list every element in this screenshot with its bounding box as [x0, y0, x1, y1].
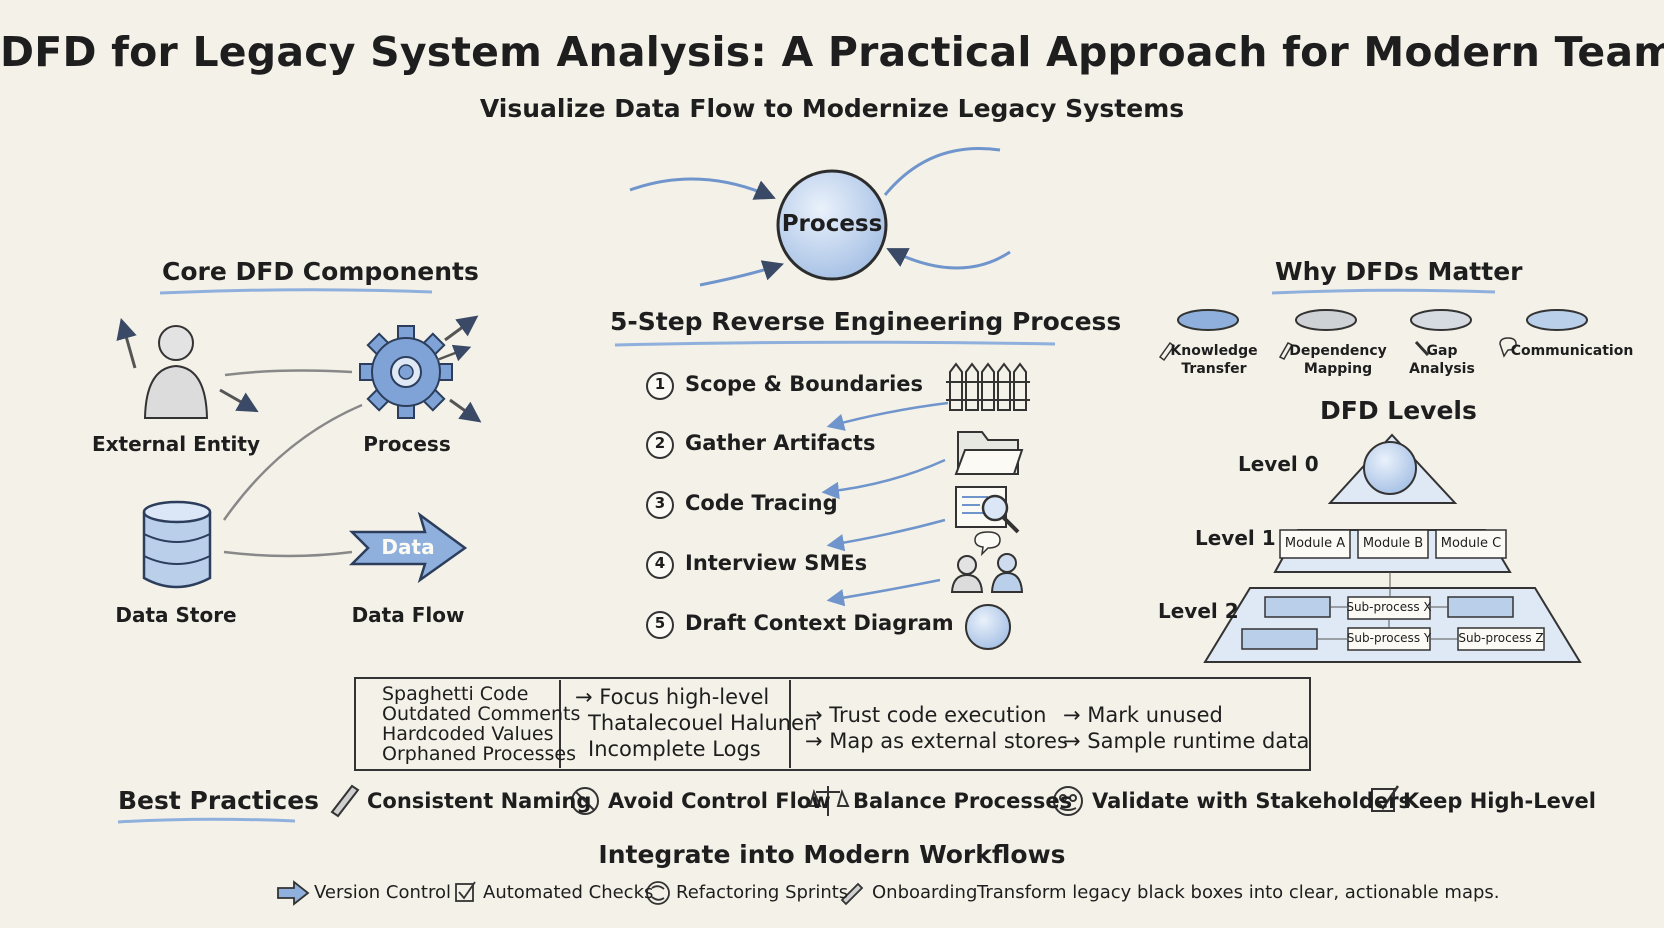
balance-icon [808, 786, 850, 816]
hero-process-label: Process [781, 211, 883, 237]
module-a-label: Module A [1284, 536, 1346, 551]
step-number-circles [646, 372, 674, 639]
dfd-levels-pyramid [1203, 433, 1582, 663]
step-5-label: Draft Context Diagram [685, 611, 954, 635]
workflow-icons [277, 880, 864, 906]
step-1-number: 1 [654, 375, 666, 393]
external-entity-label: External Entity [91, 432, 261, 456]
level-0-label: Level 0 [1238, 452, 1319, 476]
step-1-label: Scope & Boundaries [685, 372, 924, 396]
best-practices-heading: Best Practices [118, 786, 320, 815]
core-components-heading: Core DFD Components [162, 257, 479, 286]
why-small-icons [1158, 337, 1517, 362]
process-label: Process [363, 432, 451, 456]
pencil-icon [1158, 341, 1176, 362]
step-3-number: 3 [654, 494, 666, 512]
step-2-number: 2 [654, 434, 666, 452]
module-b-label: Module B [1362, 536, 1424, 551]
bp-avoid-control-flow: Avoid Control Flow [608, 789, 831, 813]
step-2-label: Gather Artifacts [685, 431, 876, 455]
response-mark-unused: → Mark unused [1063, 703, 1223, 727]
step-4-label: Interview SMEs [685, 551, 868, 575]
data-arrow-label: Data [381, 535, 435, 559]
speech-icon [1499, 337, 1517, 358]
bp-consistent-naming: Consistent Naming [367, 789, 592, 813]
wf-version-control: Version Control [314, 882, 451, 903]
folder-icon [954, 431, 1024, 475]
data-flow-arrow-icon [348, 511, 468, 584]
why-gap-analysis: Gap Analysis [1409, 343, 1475, 377]
response-trust-code-execution: → Trust code execution [805, 703, 1047, 727]
why-ellipses [1177, 309, 1588, 331]
response-incomplete-logs: Incomplete Logs [588, 737, 761, 761]
pencil-icon [330, 784, 360, 818]
no-entry-icon [571, 787, 599, 815]
workflows-heading: Integrate into Modern Workflows [598, 840, 1066, 869]
wf-onboarding: Onboarding [872, 882, 978, 903]
checkbox-icon [1371, 785, 1400, 812]
gear-icon [359, 315, 482, 423]
steps-heading: 5-Step Reverse Engineering Process [610, 307, 1122, 336]
response-map-external-stores: → Map as external stores [805, 729, 1068, 753]
data-flow-label: Data Flow [351, 603, 465, 627]
module-c-box [1435, 529, 1507, 559]
problem-outdated-comments: Outdated Comments [382, 703, 581, 725]
page-subtitle: Visualize Data Flow to Modernize Legacy … [479, 94, 1185, 123]
core-connector-lines [222, 369, 363, 558]
module-b-box [1357, 529, 1429, 559]
wf-tagline: Transform legacy black boxes into clear,… [977, 882, 1500, 903]
why-heading: Why DFDs Matter [1275, 257, 1523, 286]
why-knowledge-transfer: Knowledge Transfer [1170, 343, 1258, 377]
data-store-icon [142, 500, 212, 589]
bp-validate-with-stakeholders: Validate with Stakeholders [1092, 789, 1412, 813]
subprocess-y-label: Sub-process Y [1346, 631, 1432, 645]
problem-spaghetti-code: Spaghetti Code [382, 683, 529, 705]
fence-icon [946, 362, 1030, 411]
people-chat-icon [950, 531, 1024, 593]
step-3-label: Code Tracing [685, 491, 838, 515]
response-garbled: Thatalecouel Halunen [588, 711, 818, 735]
problem-hardcoded-values: Hardcoded Values [382, 723, 554, 745]
circle-icon [965, 604, 1011, 650]
level-2-label: Level 2 [1158, 599, 1239, 623]
subprocess-x-label: Sub-process X [1346, 600, 1432, 614]
level-1-label: Level 1 [1195, 526, 1276, 550]
why-communication: Communication [1510, 343, 1634, 359]
subprocess-z-label: Sub-process Z [1458, 631, 1544, 645]
response-focus-high-level: → Focus high-level [575, 685, 770, 709]
module-a-box [1279, 529, 1351, 559]
external-entity-icon [116, 317, 259, 419]
step-5-number: 5 [654, 614, 666, 632]
data-store-label: Data Store [115, 603, 237, 627]
pencil-icon [840, 882, 864, 906]
people-circle-icon [1053, 786, 1083, 816]
level0-process-circle [1363, 441, 1417, 495]
cycle-icon [646, 881, 670, 905]
response-sample-runtime-data: → Sample runtime data [1063, 729, 1310, 753]
pencil-icon [1278, 342, 1294, 360]
wf-refactoring-sprints: Refactoring Sprints [676, 882, 849, 903]
hero-process-diagram [629, 146, 1011, 287]
problem-orphaned-processes: Orphaned Processes [382, 743, 577, 765]
best-practice-icons [330, 784, 1400, 818]
wf-automated-checks: Automated Checks [483, 882, 654, 903]
page-title: DFD for Legacy System Analysis: A Practi… [0, 28, 1664, 76]
step-connector-arrows [821, 401, 949, 607]
module-c-label: Module C [1440, 536, 1502, 551]
challenges-table [354, 677, 1311, 771]
code-magnifier-icon [955, 486, 1020, 534]
bp-balance-processes: Balance Processes [853, 789, 1073, 813]
arrow-right-icon [277, 880, 310, 906]
why-dependency-mapping: Dependency Mapping [1289, 343, 1387, 377]
wrench-icon [1414, 340, 1430, 357]
levels-heading: DFD Levels [1320, 396, 1477, 425]
checkbox-icon [455, 881, 476, 902]
hero-process-circle [776, 169, 888, 281]
step-4-number: 4 [654, 554, 666, 572]
bp-keep-high-level: Keep High-Level [1403, 789, 1596, 813]
